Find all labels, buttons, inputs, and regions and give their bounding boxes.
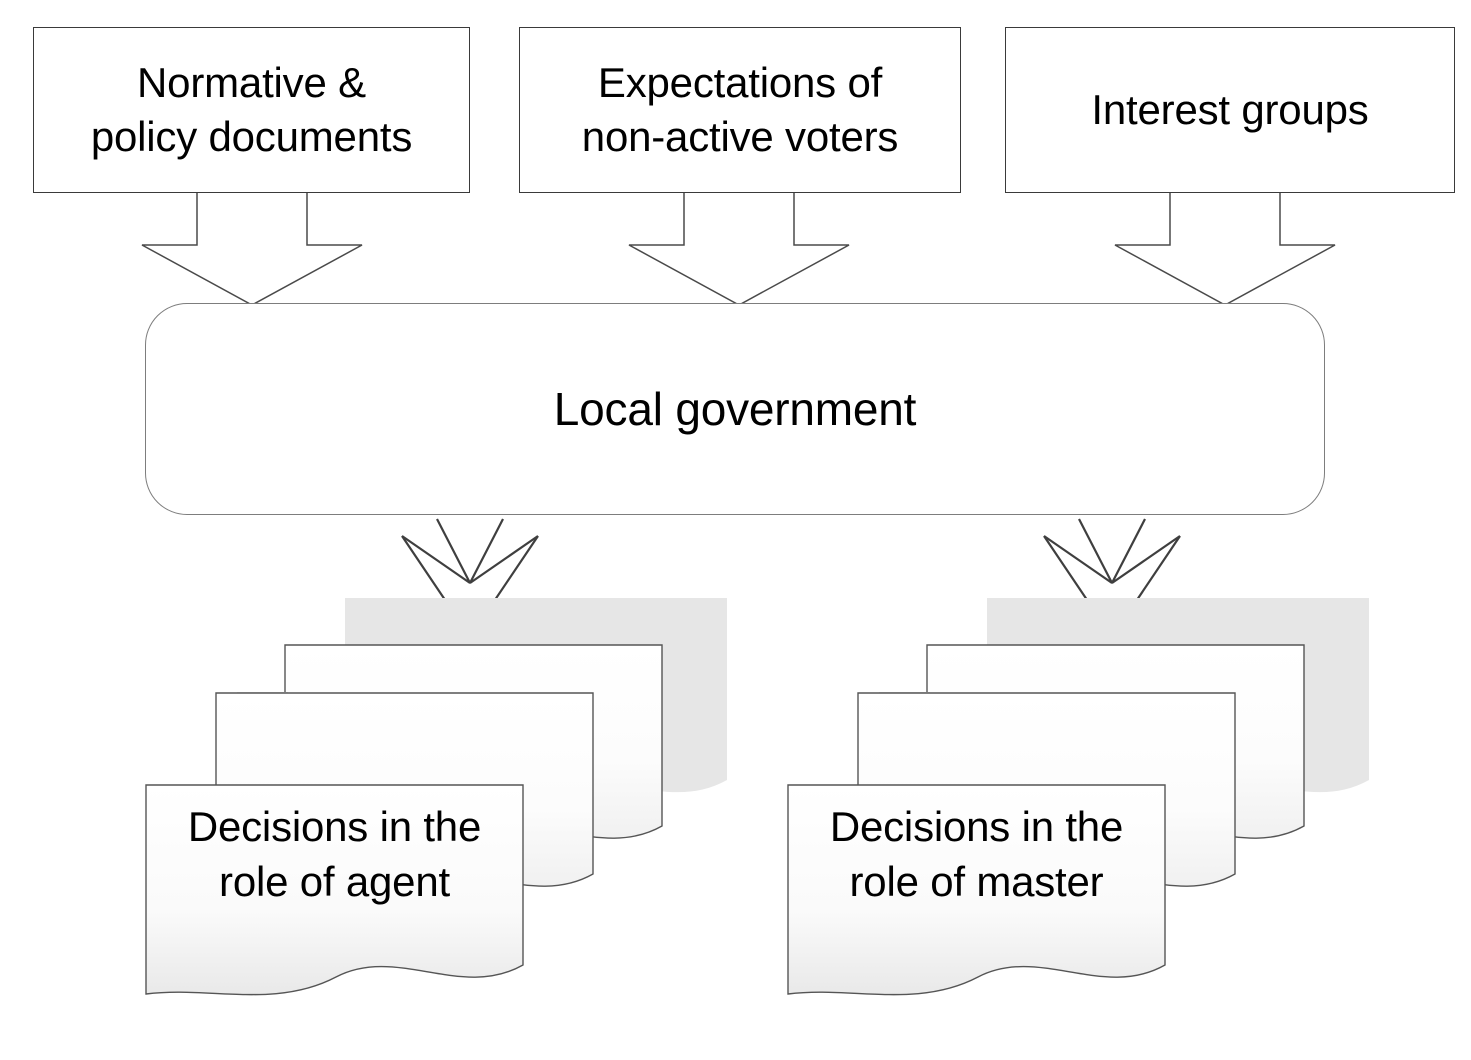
arrow-normative-to-local-government	[141, 192, 363, 306]
document-stack-master[interactable]	[787, 598, 1369, 996]
source-label-line-2: non-active voters	[581, 113, 899, 160]
document-stack-agent[interactable]	[145, 598, 727, 996]
arrow-expectations-to-local-government	[628, 192, 850, 306]
hub-label: Local government	[553, 383, 917, 435]
source-box-expectations-non-active-voters[interactable]: Expectations of non-active voters	[519, 27, 961, 193]
source-label-line-2: policy documents	[90, 113, 413, 160]
source-label-line-1: Expectations of	[597, 59, 883, 107]
source-box-interest-groups[interactable]: Interest groups	[1005, 27, 1455, 193]
source-box-normative-policy-documents[interactable]: Normative & policy documents	[33, 27, 470, 193]
arrow-interest-groups-to-local-government	[1114, 192, 1336, 306]
source-label-line-1: Normative &	[137, 59, 366, 107]
hub-box-local-government[interactable]: Local government	[145, 303, 1325, 515]
document-sheet-front	[787, 784, 1166, 996]
document-sheet-front	[145, 784, 524, 996]
source-label-line-1: Interest groups	[1091, 86, 1369, 134]
